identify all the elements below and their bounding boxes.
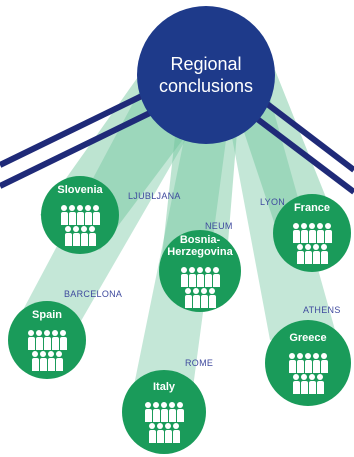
people-icon xyxy=(60,200,100,246)
left-stripes xyxy=(0,89,158,189)
node-italy-label: Italy xyxy=(152,381,175,393)
node-france: France xyxy=(273,194,351,272)
city-label-rome: ROME xyxy=(185,358,214,368)
right-stripes xyxy=(254,97,354,195)
city-label-neum: NEUM xyxy=(205,221,233,231)
city-label-athens: ATHENS xyxy=(303,305,341,315)
node-spain: Spain xyxy=(8,301,86,379)
hub-regional-conclusions: Regional conclusions xyxy=(137,6,275,144)
node-bosnia-label-line1: Bosnia- xyxy=(179,234,221,246)
city-label-ljubljana: LJUBLJANA xyxy=(128,191,181,201)
hub-title-line1: Regional xyxy=(170,54,242,74)
people-icon xyxy=(144,397,184,443)
node-italy: Italy xyxy=(122,370,206,454)
node-slovenia: Slovenia xyxy=(41,176,119,254)
city-label-barcelona: BARCELONA xyxy=(64,289,123,299)
people-icon xyxy=(288,348,328,394)
people-icon xyxy=(180,262,220,308)
node-bosnia-herzegovina: Bosnia- Herzegovina xyxy=(159,230,241,312)
people-icon xyxy=(292,218,332,264)
node-slovenia-label: Slovenia xyxy=(57,184,103,196)
node-greece: Greece xyxy=(265,320,351,406)
node-spain-label: Spain xyxy=(32,309,62,321)
people-icon xyxy=(27,325,67,371)
city-label-lyon: LYON xyxy=(260,197,286,207)
node-greece-label: Greece xyxy=(289,332,327,344)
node-france-label: France xyxy=(293,202,331,214)
node-bosnia-label-line2: Herzegovina xyxy=(167,246,233,258)
hub-title-line2: conclusions xyxy=(158,76,254,96)
